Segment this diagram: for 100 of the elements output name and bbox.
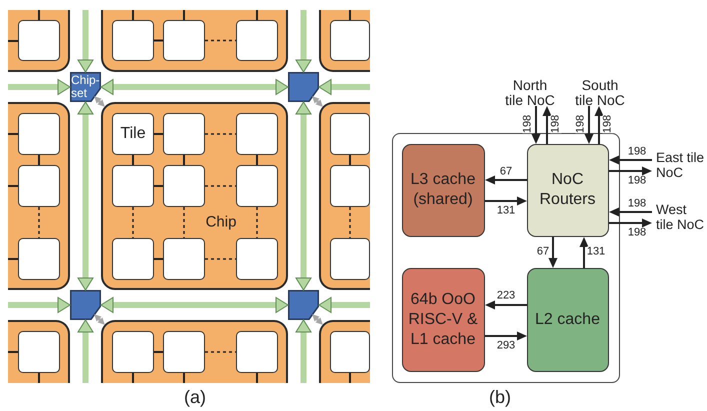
chipset-link-arrow: [94, 314, 105, 325]
tile-box: [112, 238, 154, 280]
tile-box: [236, 331, 278, 373]
chip-region: [8, 102, 70, 290]
tile-box: [330, 20, 370, 61]
arrow: [609, 218, 652, 228]
tile-box: [18, 165, 60, 207]
chip-region: [101, 10, 288, 72]
mesh-link: [132, 155, 134, 165]
noc-link-arrow: [8, 297, 70, 313]
edge-label: 198: [628, 228, 646, 238]
arrow: [609, 156, 652, 164]
tile-box: [112, 113, 154, 155]
arrow: [609, 208, 652, 216]
tile-box: [112, 331, 154, 373]
chip-region: [319, 10, 370, 72]
noc-link-arrow: [8, 79, 70, 95]
noc-link-arrow: [318, 297, 370, 313]
mesh-link: [154, 133, 163, 135]
mesh-link: [205, 185, 236, 187]
port-label: West tile NoC: [652, 200, 707, 234]
tile-box: [112, 20, 154, 61]
port-label: South tile NoC: [572, 76, 628, 106]
mesh-link: [154, 185, 163, 187]
edge-label: 131: [496, 206, 516, 216]
noc-link-arrow: [100, 79, 288, 95]
edge-label: 198: [522, 114, 534, 134]
tile-box: [236, 20, 278, 61]
edge-label: 198: [602, 114, 614, 134]
chipset-block: [288, 290, 319, 320]
mesh-link: [183, 155, 185, 165]
tile-box: [330, 165, 370, 207]
arrow: [542, 106, 552, 144]
noc-link-arrow: [318, 79, 370, 95]
panel-label: (b): [489, 388, 511, 406]
chipset-block: [288, 72, 319, 102]
tile-box: [18, 20, 60, 61]
edge-label: 198: [550, 114, 562, 134]
mesh-link: [38, 155, 40, 165]
chip-region: [101, 320, 288, 383]
chipset-link-arrow: [312, 314, 323, 325]
tile-box: [330, 331, 370, 373]
mesh-link: [154, 351, 163, 353]
noc-link-arrow: [296, 10, 312, 72]
chipset-link-arrow: [94, 96, 105, 107]
tile-outline: [392, 133, 620, 383]
chip-region: [8, 10, 70, 72]
tile-box: [163, 165, 205, 207]
noc-link-arrow: [78, 102, 94, 290]
chipset-block: [70, 290, 101, 320]
mesh-link: [205, 133, 236, 135]
edge-label: 198: [576, 114, 586, 134]
arrow: [485, 196, 527, 206]
panel-label: (a): [184, 388, 206, 406]
tile-box: [236, 238, 278, 280]
noc-link-arrow: [78, 320, 94, 383]
mesh-link: [205, 351, 236, 353]
noc-link-arrow: [296, 102, 312, 290]
mesh-link: [154, 40, 163, 42]
mesh-link: [132, 207, 134, 238]
tile-box: [163, 20, 205, 61]
tile-box: [236, 113, 278, 155]
tile-box: [330, 238, 370, 280]
mesh-link: [256, 207, 258, 238]
mesh-link: [349, 207, 351, 238]
arrow: [584, 106, 594, 144]
tile-label: Tile: [120, 125, 146, 143]
tile-box: [18, 238, 60, 280]
noc-link-arrow: [78, 10, 94, 72]
edge-label: 198: [628, 176, 646, 186]
edge-label: 67: [536, 246, 550, 258]
tile-box: [330, 113, 370, 155]
arrow: [532, 106, 540, 144]
mesh-link: [183, 207, 185, 238]
mesh-link: [256, 155, 258, 165]
arrow: [548, 237, 558, 268]
port-label: East tile NoC: [652, 148, 707, 182]
component-block: [526, 144, 608, 236]
chipset-label: Chip-set: [71, 74, 101, 100]
arrow: [485, 176, 527, 184]
arrow: [609, 166, 652, 176]
mesh-link: [349, 155, 351, 165]
arrow: [485, 300, 527, 310]
component-block: [402, 144, 484, 236]
block-label: L2 cache: [535, 310, 600, 330]
tile-box: [236, 165, 278, 207]
mesh-link: [38, 207, 40, 238]
tile-box: [163, 238, 205, 280]
chip-region: [101, 102, 288, 290]
component-block: [526, 268, 608, 372]
mesh-link: [154, 258, 163, 260]
mesh-link: [205, 40, 236, 42]
edge-label: 198: [628, 198, 646, 210]
block-label: NoC Routers: [538, 170, 597, 210]
chip-region: [319, 102, 370, 290]
edge-label: 223: [496, 290, 516, 302]
edge-label: 131: [586, 246, 606, 258]
arrow: [594, 106, 604, 144]
block-label: 64b OoO RISC-V & L1 cache: [407, 290, 479, 350]
mesh-link: [205, 258, 236, 260]
